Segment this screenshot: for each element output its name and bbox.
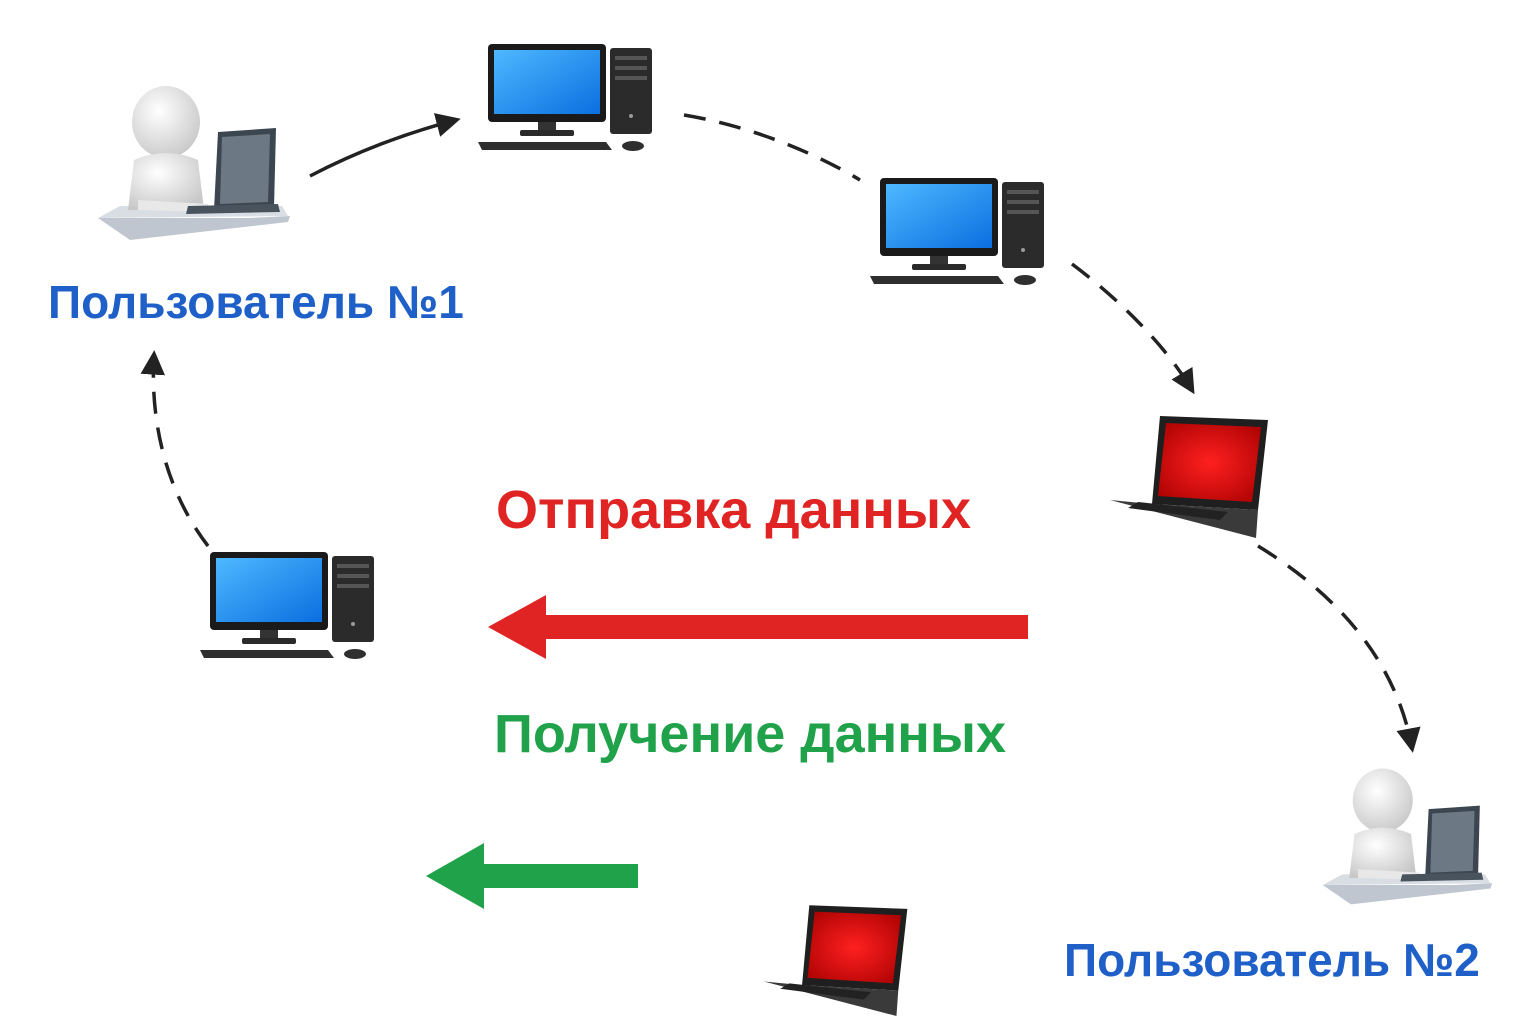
user2-icon <box>1322 768 1493 905</box>
send-arrow <box>488 595 1028 659</box>
user2-label: Пользователь №2 <box>1064 934 1480 986</box>
laptop-bottom-icon <box>763 905 908 1016</box>
receive-arrow <box>426 843 638 909</box>
path-laptop-right-to-user2 <box>1257 544 1421 753</box>
pc-left-icon <box>200 552 374 659</box>
laptop-right-icon <box>1110 416 1268 538</box>
pc-right-icon <box>870 178 1044 285</box>
receive-label: Получение данных <box>494 704 1006 764</box>
path-pc-right-to-laptop-right <box>1070 262 1195 395</box>
user1-label: Пользователь №1 <box>48 276 464 328</box>
pc-top-icon <box>478 44 652 151</box>
path-pc-left-to-user1 <box>140 350 210 548</box>
user1-icon <box>98 86 290 240</box>
path-user1-to-pc-top <box>309 113 461 178</box>
send-label: Отправка данных <box>496 480 971 540</box>
path-pc-top-to-pc-right <box>683 113 861 182</box>
